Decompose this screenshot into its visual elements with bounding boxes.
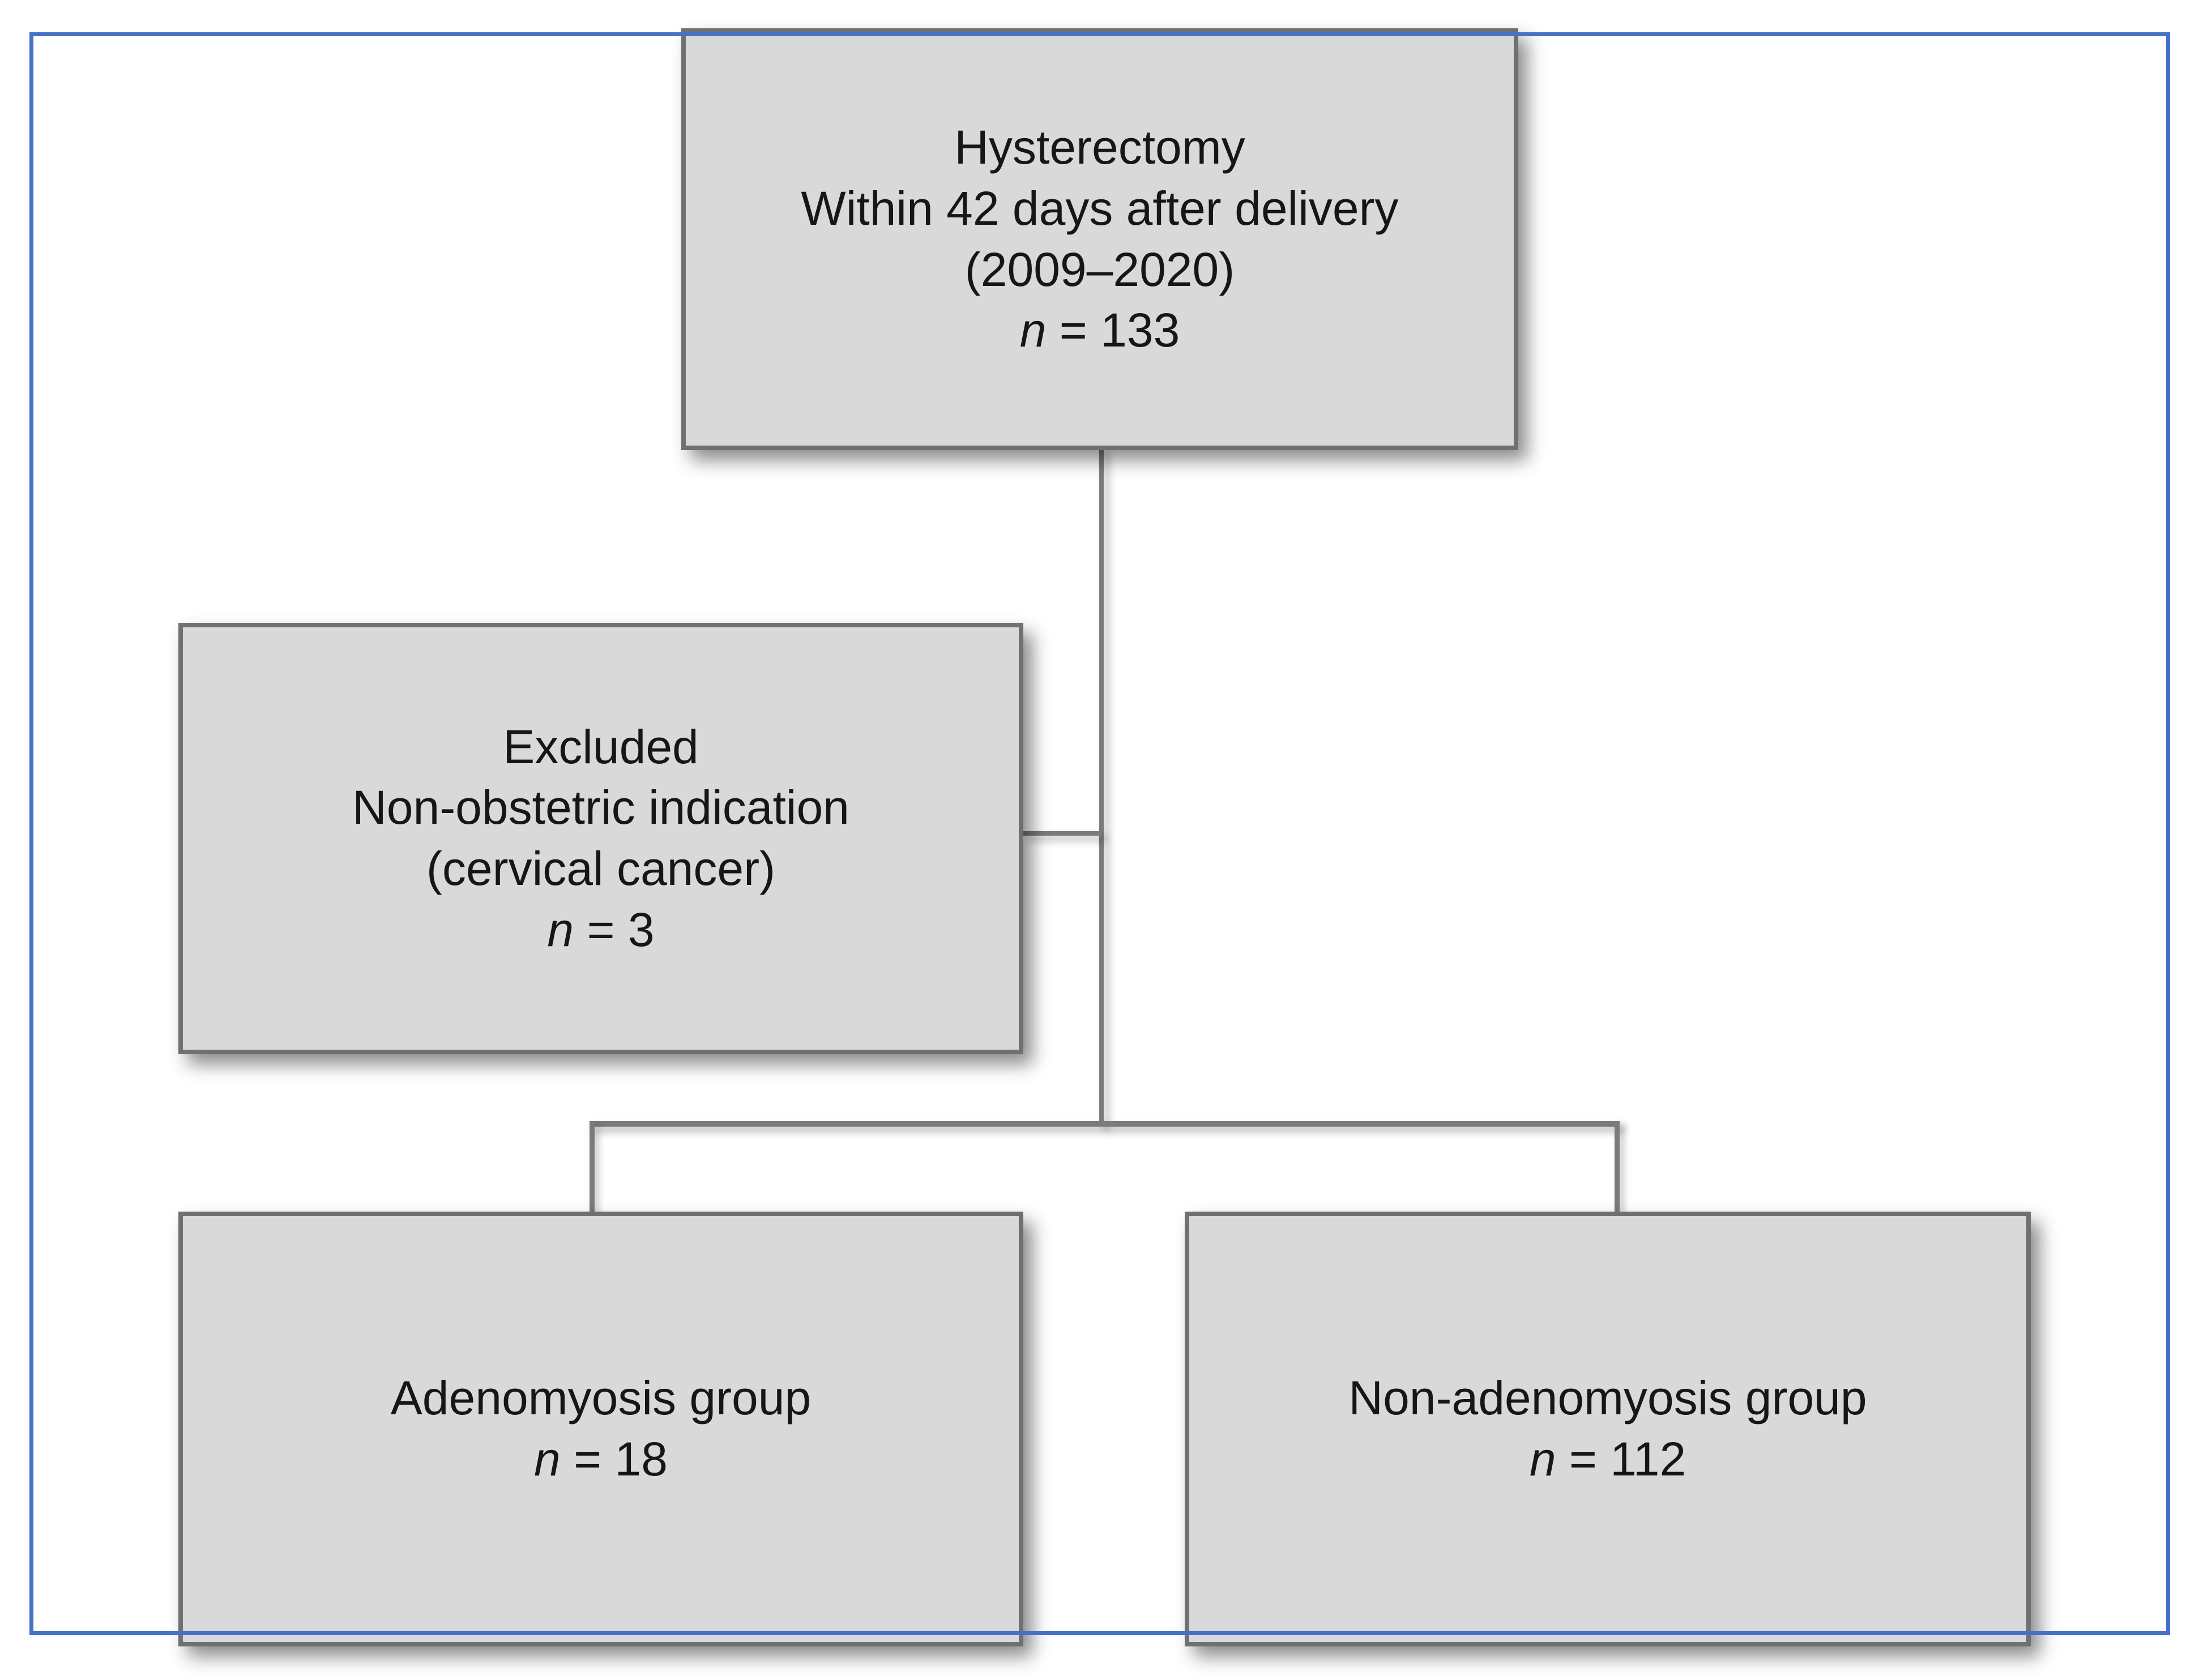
node-excluded: Excluded Non-obstetric indication (cervi… (178, 623, 1023, 1054)
node-line: Non-obstetric indication (352, 781, 849, 835)
n-value: = 133 (1046, 303, 1180, 357)
connector-main-vertical (1099, 447, 1104, 1126)
node-line: (2009–2020) (964, 242, 1235, 296)
node-n-line: n = 133 (1020, 300, 1180, 361)
node-line: Hysterectomy (954, 121, 1245, 174)
n-value: = 18 (560, 1432, 668, 1486)
connector-drop-left (590, 1121, 595, 1213)
connector-split-horizontal (590, 1121, 1620, 1127)
node-non-adenomyosis-group: Non-adenomyosis group n = 112 (1185, 1212, 2031, 1646)
node-hysterectomy: Hysterectomy Within 42 days after delive… (681, 28, 1518, 450)
node-adenomyosis-group: Adenomyosis group n = 18 (178, 1212, 1023, 1646)
n-symbol: n (547, 902, 574, 956)
node-line: Adenomyosis group (390, 1371, 812, 1425)
n-value: = 112 (1556, 1432, 1686, 1486)
node-n-line: n = 3 (547, 900, 654, 961)
connector-drop-right (1615, 1121, 1620, 1213)
node-n-line: n = 112 (1530, 1429, 1686, 1490)
node-line: Excluded (503, 720, 699, 773)
connector-excluded-branch (1022, 831, 1101, 836)
n-symbol: n (1529, 1432, 1556, 1486)
node-line: Non-adenomyosis group (1348, 1371, 1867, 1425)
node-line: Within 42 days after delivery (801, 181, 1399, 235)
n-value: = 3 (574, 902, 655, 956)
node-line: (cervical cancer) (426, 842, 776, 895)
node-n-line: n = 18 (534, 1429, 668, 1490)
n-symbol: n (534, 1432, 561, 1486)
n-symbol: n (1019, 303, 1047, 357)
